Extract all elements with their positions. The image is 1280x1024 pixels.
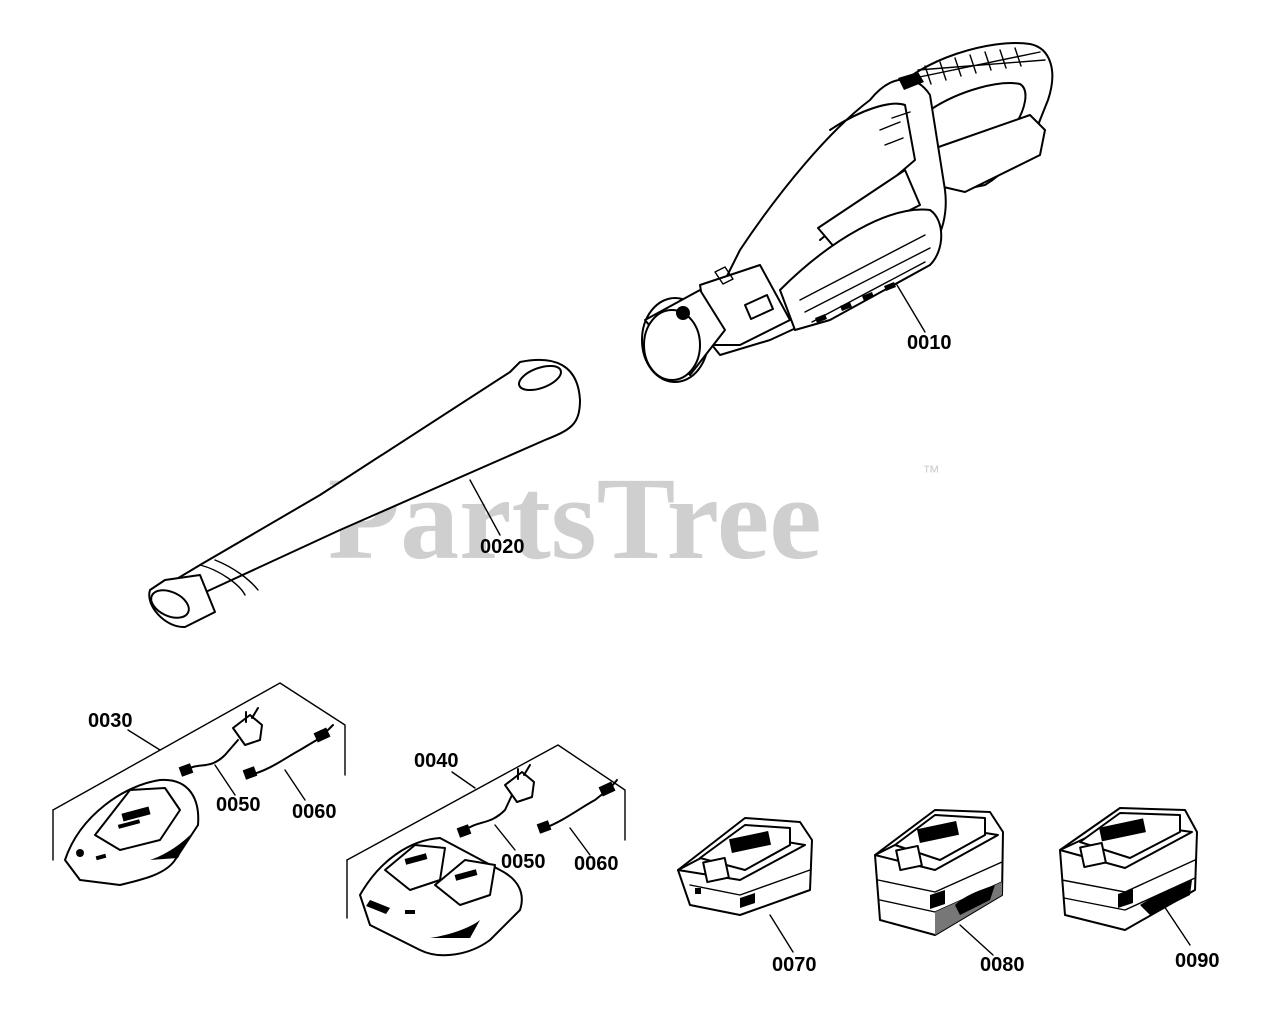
callout-0040[interactable]: 0040 xyxy=(414,750,459,772)
leader-0020 xyxy=(469,479,501,536)
leader-0010 xyxy=(896,284,926,333)
leader-0030 xyxy=(127,729,161,751)
dual-charger-kit-part[interactable] xyxy=(346,744,626,957)
blower-tube-part[interactable] xyxy=(147,358,581,629)
callout-0050-b[interactable]: 0050 xyxy=(501,851,546,873)
callout-0010[interactable]: 0010 xyxy=(907,332,952,354)
battery-large-part[interactable] xyxy=(1059,807,1198,931)
callout-0050-a[interactable]: 0050 xyxy=(216,794,261,816)
callout-0070[interactable]: 0070 xyxy=(772,954,817,976)
charger-cable-icon xyxy=(456,764,618,838)
leader-0050-a xyxy=(214,764,236,796)
leader-0050-b xyxy=(494,824,516,851)
callout-0090[interactable]: 0090 xyxy=(1175,950,1220,972)
watermark-trademark: ™ xyxy=(922,462,940,482)
leader-0070 xyxy=(769,914,794,953)
leader-0040 xyxy=(451,771,476,789)
blower-body-part[interactable] xyxy=(641,42,1054,383)
battery-medium-part[interactable] xyxy=(874,809,1004,936)
battery-small-part[interactable] xyxy=(677,817,813,916)
callout-0030[interactable]: 0030 xyxy=(88,710,133,732)
leader-0080 xyxy=(959,924,994,956)
callout-0060-b[interactable]: 0060 xyxy=(574,853,619,875)
callout-0020[interactable]: 0020 xyxy=(480,536,525,558)
leader-0090 xyxy=(1159,899,1191,946)
callout-0080[interactable]: 0080 xyxy=(980,954,1025,976)
callout-0060-a[interactable]: 0060 xyxy=(292,801,337,823)
charger-cable-icon xyxy=(178,707,334,780)
single-charger-kit-part[interactable] xyxy=(52,682,346,886)
leader-0060-a xyxy=(284,769,306,801)
leader-0060-b xyxy=(569,827,591,856)
